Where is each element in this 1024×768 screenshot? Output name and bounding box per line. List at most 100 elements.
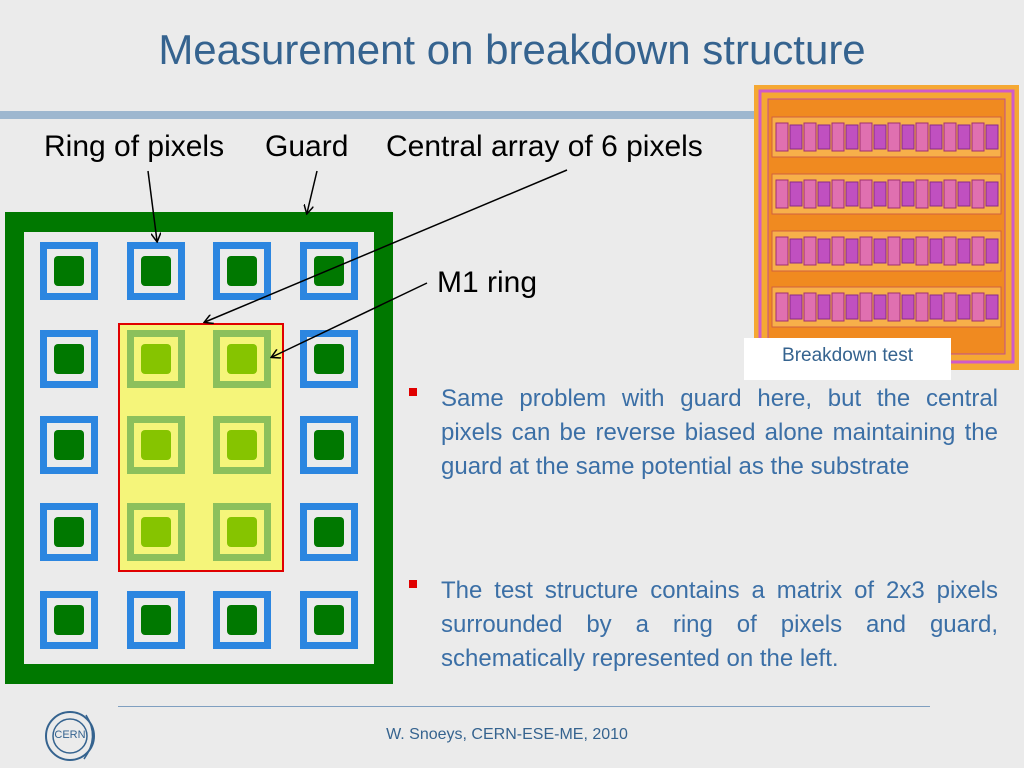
outer-pixel (314, 517, 344, 547)
layout-cell-matrix (957, 124, 971, 150)
outer-pixel (314, 256, 344, 286)
arrow-ring-of-pixels (147, 170, 157, 241)
layout-cell-pad (943, 179, 957, 209)
outer-pixel (54, 430, 84, 460)
central-pixel (141, 344, 171, 374)
layout-cell-pad (971, 122, 985, 152)
bullet-item: Same problem with guard here, but the ce… (409, 382, 998, 484)
label-m1-ring: M1 ring (437, 266, 538, 299)
footer-divider (118, 706, 930, 707)
layout-cell-pad (831, 179, 845, 209)
layout-cell-matrix (929, 294, 943, 320)
layout-cell-pad (859, 292, 873, 322)
layout-cell-matrix (789, 181, 803, 207)
layout-cell-matrix (845, 294, 859, 320)
layout-cell-matrix (845, 124, 859, 150)
layout-cell-pad (915, 292, 929, 322)
layout-cell-matrix (789, 124, 803, 150)
layout-cell-pad (887, 179, 901, 209)
layout-cell-matrix (985, 181, 999, 207)
layout-cell-matrix (929, 124, 943, 150)
label-central-array: Central array of 6 pixels (386, 130, 703, 163)
layout-cell-pad (943, 236, 957, 266)
layout-cell-pad (887, 236, 901, 266)
layout-cell-pad (775, 179, 789, 209)
outer-pixel (141, 605, 171, 635)
bullet-marker-icon (409, 388, 417, 396)
outer-pixel (54, 517, 84, 547)
arrow-guard (307, 170, 318, 213)
layout-cell-pad (915, 179, 929, 209)
layout-cell-matrix (957, 181, 971, 207)
layout-cell-pad (775, 292, 789, 322)
layout-cell-matrix (929, 181, 943, 207)
layout-cell-matrix (985, 124, 999, 150)
outer-pixel (314, 430, 344, 460)
layout-cell-matrix (901, 238, 915, 264)
outer-pixel (314, 344, 344, 374)
layout-cell-matrix (901, 294, 915, 320)
layout-cell-matrix (817, 294, 831, 320)
layout-cell-pad (887, 122, 901, 152)
bullet-text: Same problem with guard here, but the ce… (441, 385, 998, 480)
label-ring-of-pixels: Ring of pixels (44, 130, 225, 163)
layout-cell-matrix (901, 124, 915, 150)
layout-cell-pad (831, 292, 845, 322)
cern-logo: CERN (45, 711, 95, 761)
arrow-m1-ring (272, 282, 428, 357)
outer-pixel (54, 256, 84, 286)
layout-cell-matrix (817, 181, 831, 207)
layout-cell-pad (859, 236, 873, 266)
layout-cell-pad (775, 236, 789, 266)
outer-pixel (54, 605, 84, 635)
layout-cell-pad (943, 292, 957, 322)
layout-cell-pad (803, 179, 817, 209)
layout-cell-matrix (873, 294, 887, 320)
central-pixel (227, 344, 257, 374)
layout-cell-pad (971, 236, 985, 266)
layout-cell-matrix (957, 238, 971, 264)
outer-pixel (227, 605, 257, 635)
layout-cell-pad (887, 292, 901, 322)
bullet-item: The test structure contains a matrix of … (409, 574, 998, 676)
label-guard: Guard (265, 130, 349, 163)
central-pixel (141, 517, 171, 547)
layout-cell-matrix (929, 238, 943, 264)
layout-cell-matrix (845, 181, 859, 207)
outer-pixel (141, 256, 171, 286)
breakdown-test-caption: Breakdown test (744, 338, 951, 380)
layout-cell-matrix (789, 238, 803, 264)
layout-cell-pad (831, 236, 845, 266)
layout-cell-matrix (985, 294, 999, 320)
central-pixel (227, 517, 257, 547)
layout-cell-matrix (873, 238, 887, 264)
layout-cell-matrix (901, 181, 915, 207)
layout-cell-matrix (817, 124, 831, 150)
title-divider (0, 111, 754, 119)
layout-cell-pad (803, 122, 817, 152)
bullet-text: The test structure contains a matrix of … (441, 577, 998, 672)
layout-cell-pad (915, 236, 929, 266)
layout-cell-pad (859, 122, 873, 152)
layout-cell-pad (803, 292, 817, 322)
layout-cell-matrix (957, 294, 971, 320)
layout-cell-matrix (817, 238, 831, 264)
cern-logo-text: CERN (54, 729, 85, 741)
layout-cell-pad (775, 122, 789, 152)
layout-cell-matrix (985, 238, 999, 264)
pixel-schematic-diagram (5, 169, 568, 684)
layout-cell-pad (803, 236, 817, 266)
layout-cell-pad (915, 122, 929, 152)
layout-cell-matrix (873, 181, 887, 207)
outer-pixel (227, 256, 257, 286)
central-pixel (227, 430, 257, 460)
layout-cell-pad (943, 122, 957, 152)
arrow-central-array (205, 169, 568, 322)
outer-pixel (54, 344, 84, 374)
layout-cell-pad (831, 122, 845, 152)
layout-cell-pad (971, 292, 985, 322)
layout-cell-pad (971, 179, 985, 209)
bullet-marker-icon (409, 580, 417, 588)
layout-cell-matrix (845, 238, 859, 264)
layout-cell-pad (859, 179, 873, 209)
